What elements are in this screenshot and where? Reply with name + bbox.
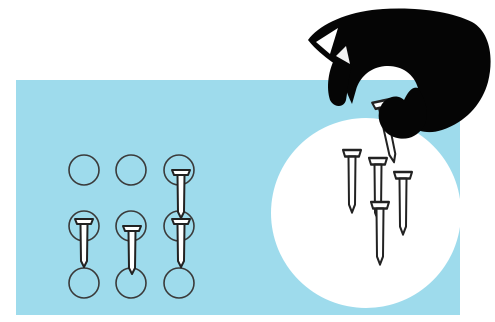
peg-tray [271, 118, 461, 308]
